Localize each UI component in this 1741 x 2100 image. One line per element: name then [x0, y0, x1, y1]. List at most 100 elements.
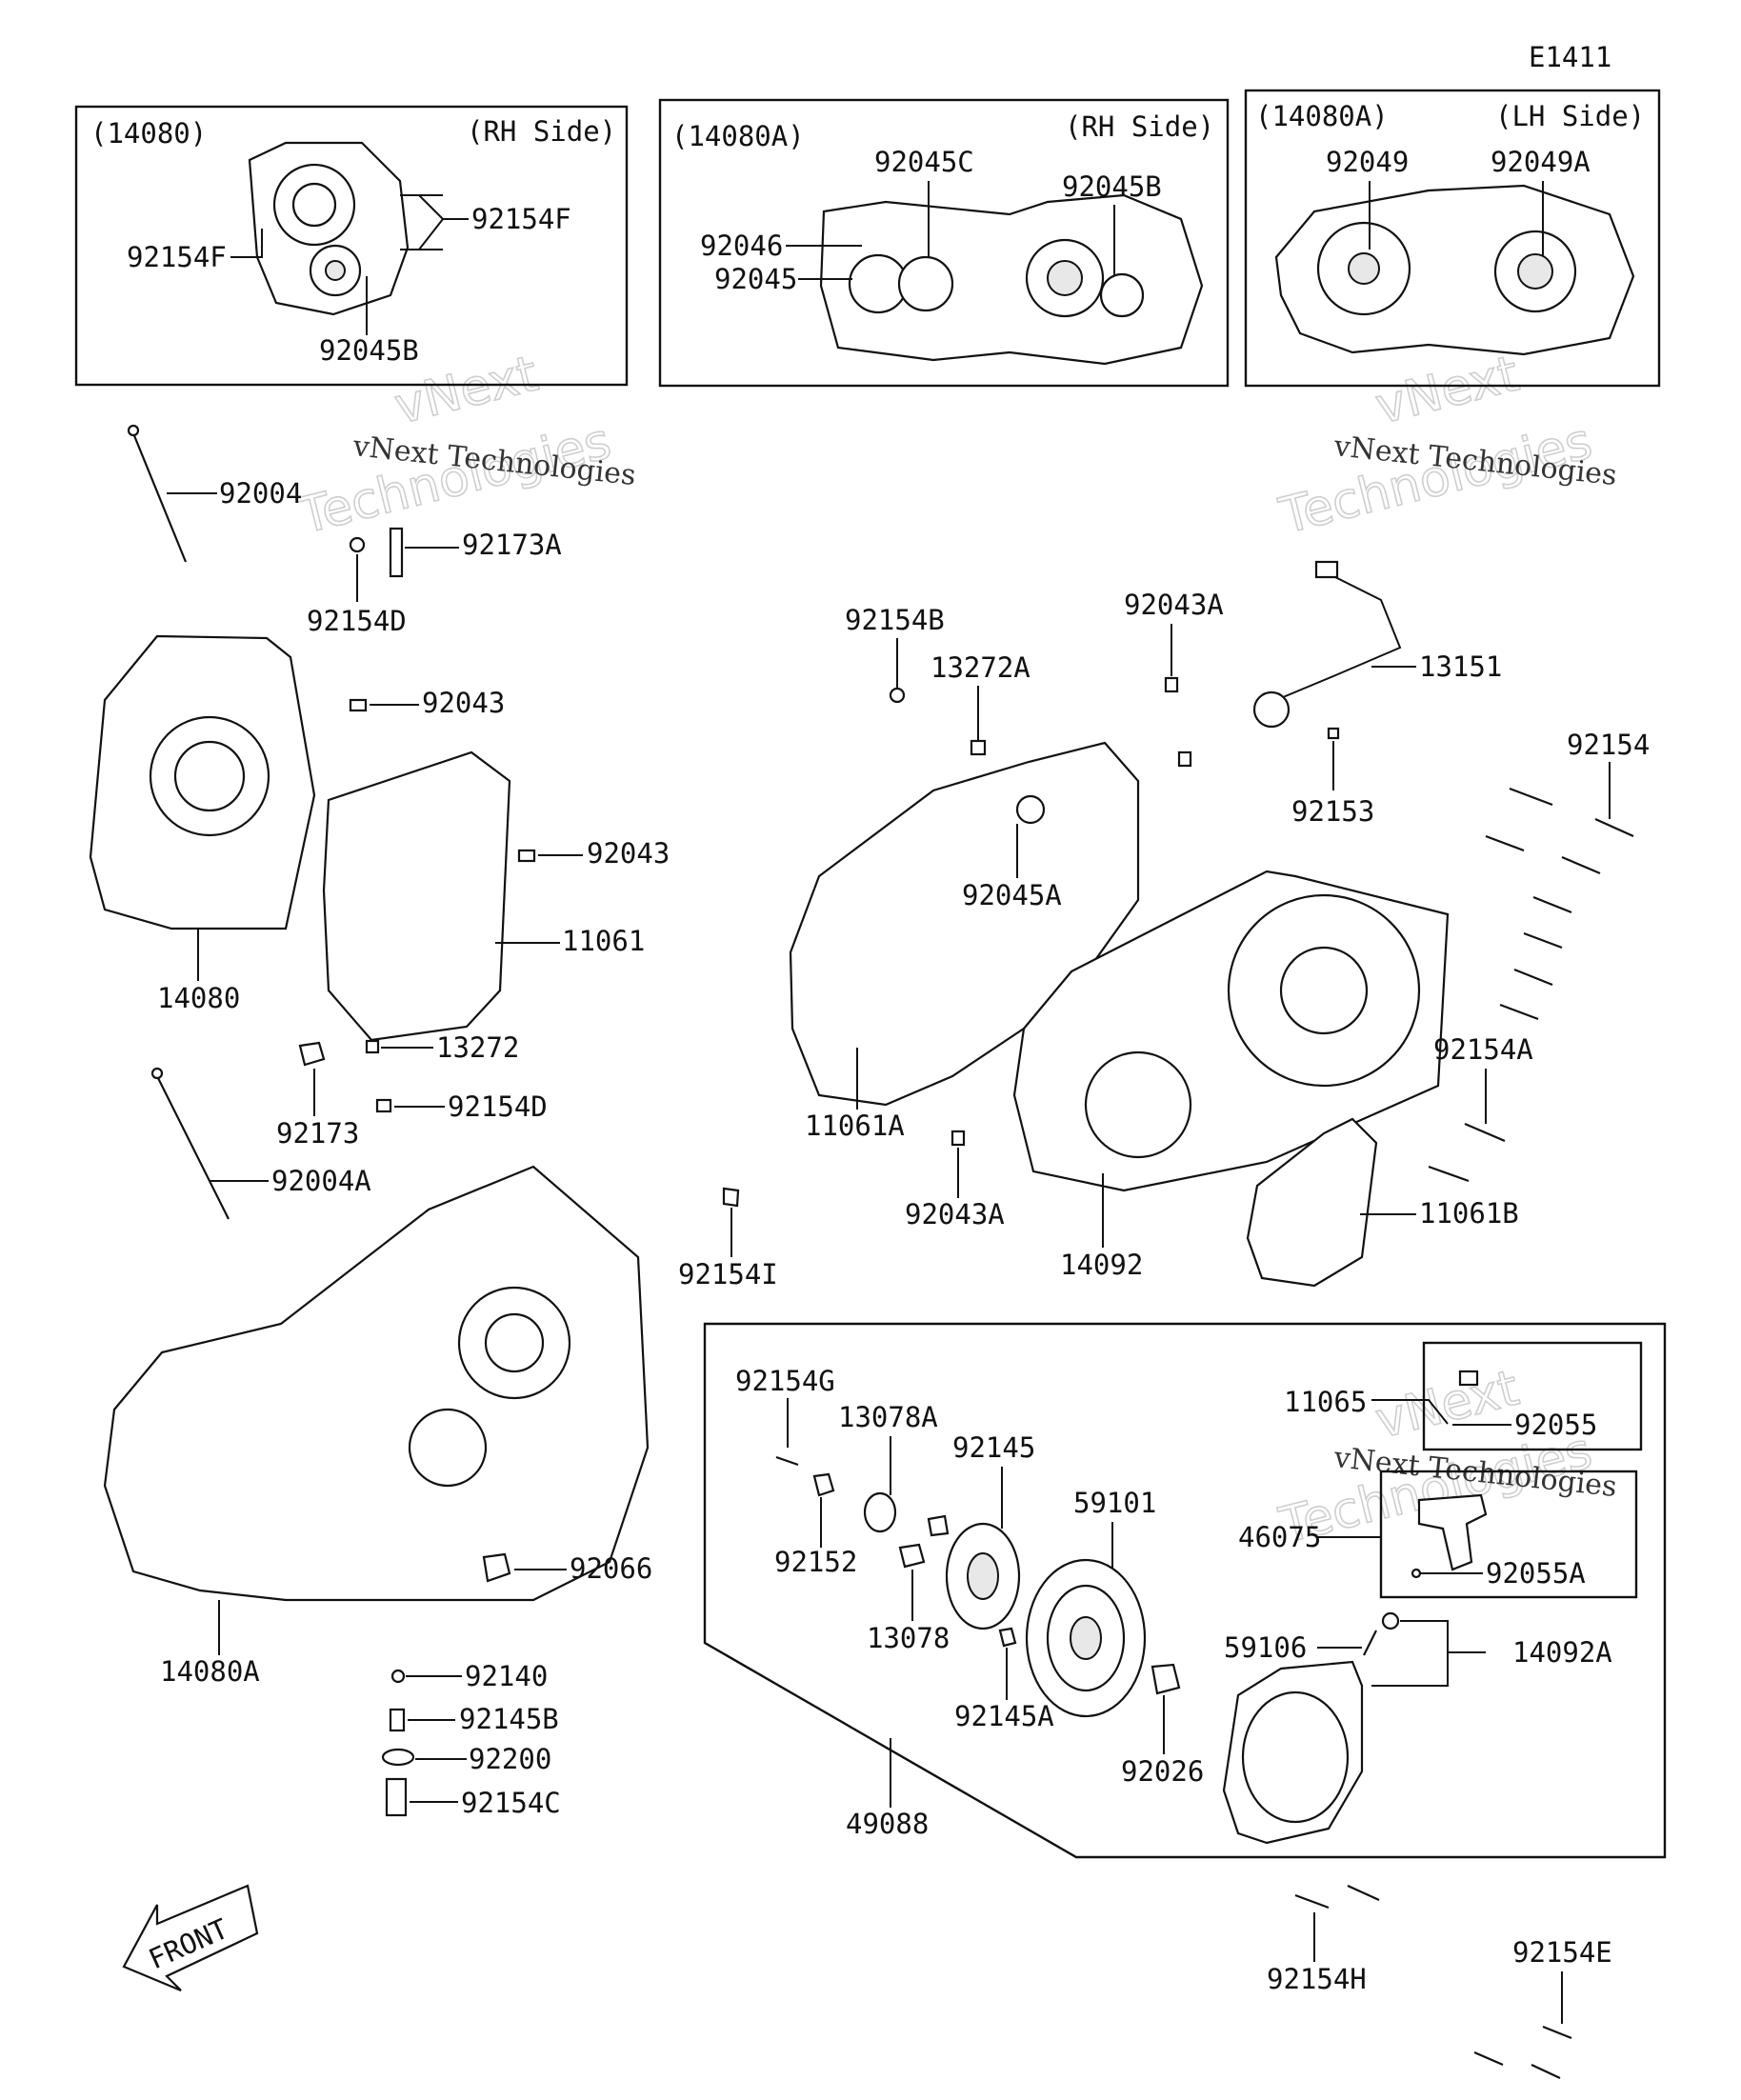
panel-frame: [74, 105, 629, 387]
bushing-92045A: [1015, 794, 1046, 825]
bolt-92153: [1327, 727, 1340, 740]
label-92154C: 92154C: [461, 1787, 561, 1819]
label-92145B: 92145B: [459, 1703, 559, 1735]
svg-text:vNext: vNext: [1371, 346, 1525, 436]
crankcase-14080a-lh-thumbnail: [1274, 184, 1635, 356]
dowel-92043A: [951, 1130, 966, 1147]
plug-13272: [365, 1039, 380, 1054]
spring-59106: [1363, 1630, 1377, 1656]
gasket-11061: [322, 750, 511, 1042]
label-92055A: 92055A: [1486, 1557, 1586, 1590]
cover-14092-group: 92154B 13272A 92043A 13151 92153 92154 9…: [678, 560, 1650, 1290]
bolt-92154H: [1294, 1893, 1330, 1910]
crankcase-14080a-group: 92004A 14080A 92066 92140 92145B 92200 9…: [103, 1067, 652, 1819]
bolt-92154E: [1542, 2025, 1572, 2040]
label-92026: 92026: [1121, 1755, 1204, 1788]
bolt-92154: [1509, 787, 1553, 807]
panel-side: (RH Side): [467, 115, 616, 148]
label-92046: 92046: [700, 230, 783, 262]
label-92154I: 92154I: [678, 1258, 778, 1290]
nut-92026: [1151, 1663, 1181, 1695]
label-92154F: 92154F: [127, 241, 227, 273]
panel-side: (RH Side): [1065, 110, 1214, 143]
label-59101: 59101: [1073, 1487, 1156, 1519]
label-92004: 92004: [219, 477, 302, 510]
dowel-92043: [349, 698, 368, 712]
label-92154F: 92154F: [471, 203, 571, 235]
label-92145A: 92145A: [954, 1700, 1054, 1732]
handle-46075: [1417, 1493, 1488, 1571]
label-92049A: 92049A: [1491, 146, 1591, 178]
dowel-92173: [298, 1041, 326, 1067]
diagram-code: E1411: [1529, 41, 1611, 73]
bolts-92154H: 92154H: [1267, 1884, 1380, 1995]
label-92154G: 92154G: [735, 1365, 835, 1397]
panel-frame: [1244, 89, 1661, 388]
label-14092A: 14092A: [1512, 1636, 1612, 1669]
crankcase-14080a-rh-thumbnail: [819, 193, 1204, 366]
label-92140: 92140: [465, 1660, 548, 1692]
label-14092: 14092: [1060, 1249, 1143, 1281]
panel-code: (14080A): [1255, 100, 1389, 132]
gasket-11061B: [1246, 1117, 1378, 1288]
crankcase-14080A: [103, 1165, 650, 1602]
panel-frame: [658, 98, 1230, 388]
plug-92154C: [385, 1777, 408, 1817]
dowel-92043A: [1177, 750, 1192, 768]
label-46075: 46075: [1238, 1521, 1321, 1553]
stud-92004A: [156, 1075, 230, 1220]
label-92004A: 92004A: [271, 1165, 371, 1197]
pin-92154D: [375, 1098, 392, 1113]
watermark-top-left: vNext Technologies vNext Technologies: [292, 345, 637, 547]
assembly-frame: [703, 1322, 1667, 1859]
label-92045B: 92045B: [319, 334, 419, 367]
label-14080: 14080: [157, 982, 240, 1014]
watermark-top-right: vNext Technologies vNext Technologies: [1273, 345, 1618, 547]
label-13078: 13078: [867, 1622, 950, 1654]
washer-92200: [381, 1748, 415, 1767]
subframe-11065: [1422, 1341, 1643, 1451]
pin-92154B: [889, 687, 906, 704]
panel-14080a-rh: (14080A) (RH Side) 92045C 92045B 92046 9…: [658, 98, 1230, 388]
label-92066: 92066: [570, 1552, 652, 1585]
bolts-92154E: 92154E: [1473, 1936, 1612, 2079]
dowel-92043A: [1164, 676, 1179, 693]
panel-side: (LH Side): [1495, 100, 1645, 132]
label-13272A: 13272A: [931, 651, 1031, 684]
label-92043A: 92043A: [1124, 589, 1224, 621]
label-92045A: 92045A: [962, 879, 1062, 911]
cap-11065: [1458, 1370, 1479, 1387]
label-92049: 92049: [1326, 146, 1409, 178]
sensor-harness-13151: [1275, 570, 1402, 701]
panel-14080-rh: (14080) (RH Side) 92154F 92154F 92045B: [74, 105, 629, 387]
label-49088: 49088: [846, 1808, 929, 1840]
panel-code: (14080): [90, 117, 207, 150]
bolt-92154A: [1464, 1122, 1506, 1143]
label-92154H: 92154H: [1267, 1963, 1367, 1995]
label-59106: 59106: [1224, 1631, 1307, 1664]
label-92153: 92153: [1291, 795, 1374, 828]
plug-13272A: [970, 739, 987, 756]
label-92145: 92145: [952, 1431, 1035, 1464]
spring-92145B: [389, 1708, 406, 1732]
recoil-starter-49088-group: 92154G 13078A 92152 92145 13078 59101 92…: [703, 1322, 1667, 1859]
label-92200: 92200: [469, 1743, 551, 1775]
label-92043: 92043: [422, 687, 505, 719]
label-92055: 92055: [1514, 1409, 1597, 1441]
plug-92066: [482, 1552, 511, 1583]
label-13078A: 13078A: [838, 1401, 938, 1433]
pin-92154D: [349, 536, 366, 553]
gasket-11061A: [789, 741, 1140, 1107]
nut-92145A: [998, 1627, 1017, 1648]
label-92154D: 92154D: [448, 1090, 548, 1123]
label-92154D: 92154D: [307, 605, 407, 637]
ratchet-13078A: [863, 1491, 897, 1533]
label-11065: 11065: [1284, 1386, 1367, 1418]
svg-text:vNext: vNext: [1371, 1360, 1525, 1450]
dowel-92043: [517, 849, 536, 863]
label-13151: 13151: [1419, 650, 1502, 683]
front-arrow-icon: FRONT: [122, 1884, 259, 1992]
bolt-92154H: [1347, 1884, 1380, 1902]
label-92154A: 92154A: [1433, 1033, 1533, 1066]
